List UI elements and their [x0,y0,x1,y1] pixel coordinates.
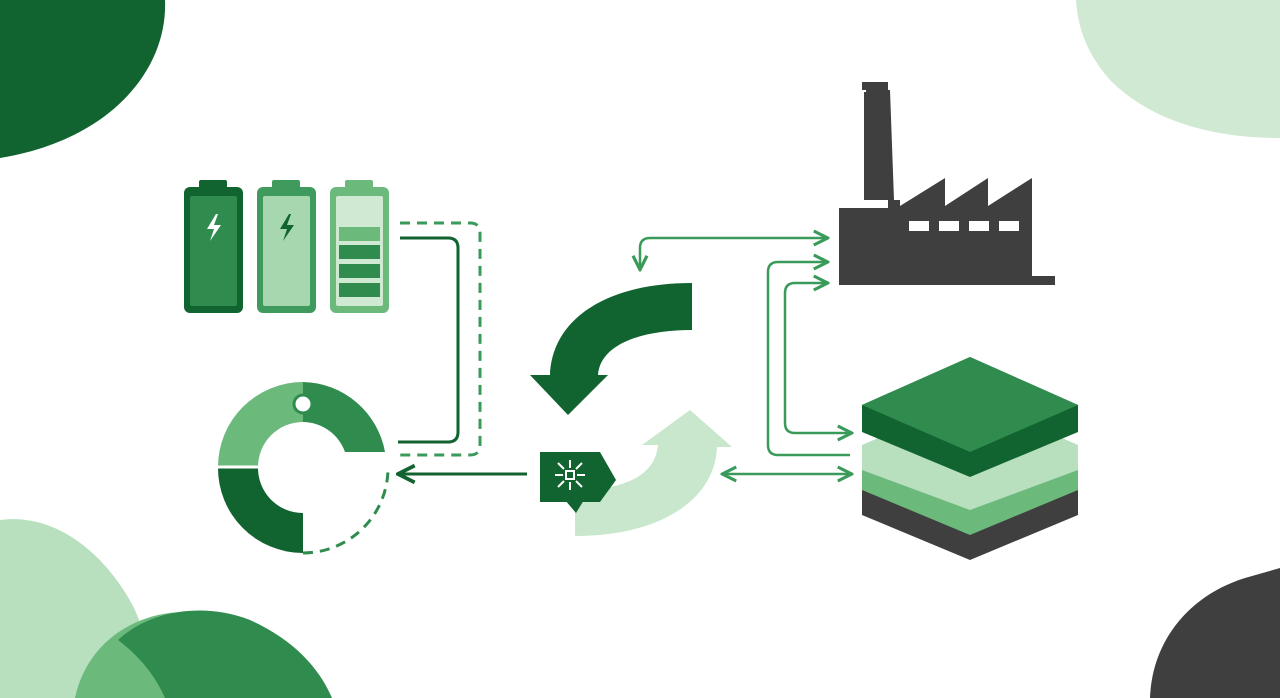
stacked-layers-icon [862,357,1078,560]
factory-icon [839,82,1055,285]
curved-arrow-icon [575,410,732,536]
curved-arrow-icon [530,283,692,415]
battery-level-icon [330,180,389,313]
processor-chip-icon [540,452,616,513]
corner-blob-bottom-right [1150,568,1280,698]
battery-charging-icon [257,180,316,313]
corner-blob-top-right [1076,0,1280,138]
battery-charging-icon [184,180,243,313]
circular-progress-icon [217,382,390,555]
connector-arrows-right [640,238,850,474]
corner-blob-top-left [0,0,166,158]
corner-blob-bottom-left-dark [118,610,332,698]
battery-to-donut-connectors [398,221,482,457]
